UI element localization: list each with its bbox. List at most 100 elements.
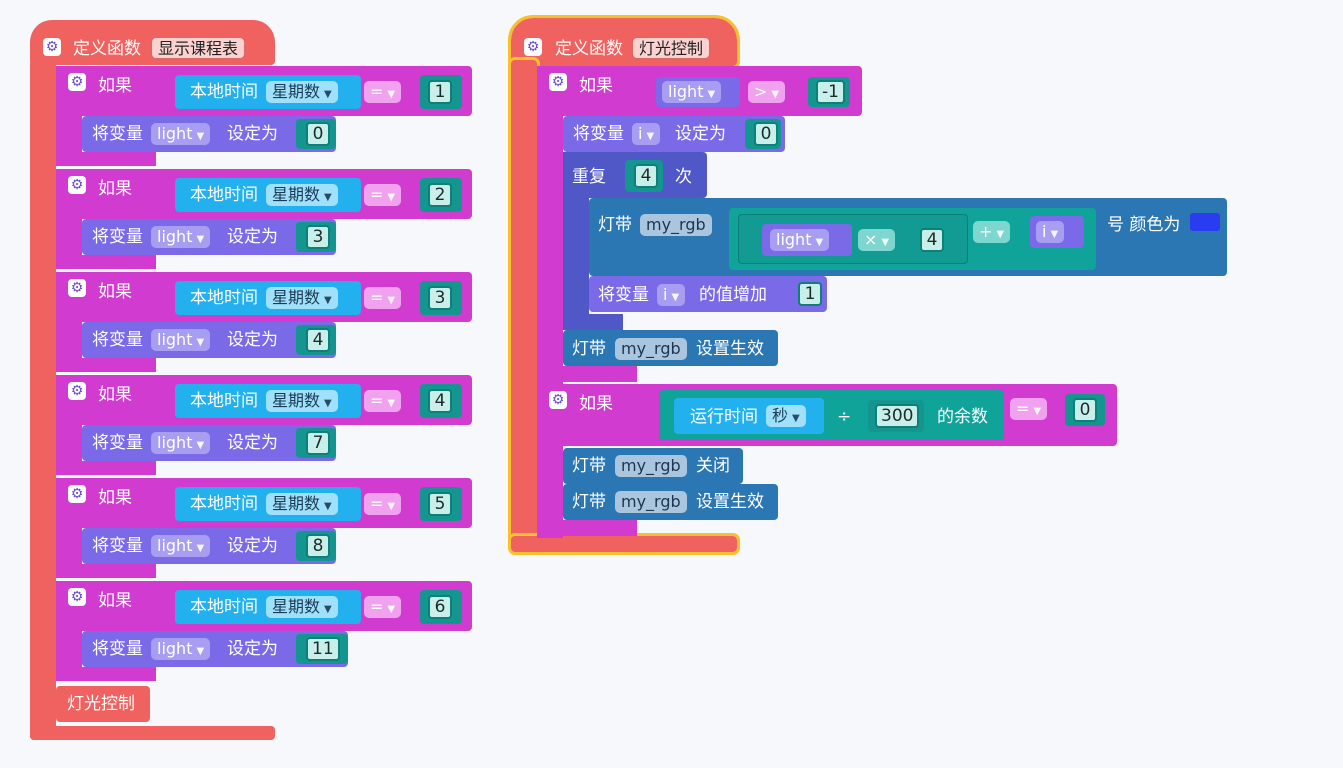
day-number-input[interactable]: 5	[428, 492, 452, 516]
define-function-label: 定义函数	[73, 39, 141, 59]
variable-dropdown[interactable]: light▼	[151, 432, 211, 454]
operator-dropdown[interactable]: =▼	[364, 287, 402, 309]
function-name-field[interactable]: 灯光控制	[632, 37, 711, 59]
set-variable-label: 将变量	[573, 124, 624, 144]
set-variable-label: 将变量	[92, 639, 143, 659]
apply-label: 设置生效	[696, 492, 764, 512]
value-number-input[interactable]: 0	[306, 122, 330, 146]
day-number-input[interactable]: 6	[428, 595, 452, 619]
if-label: 如果	[98, 385, 132, 405]
gear-icon[interactable]: ⚙	[68, 176, 86, 194]
define-function-label: 定义函数	[555, 39, 623, 59]
set-variable-label: 将变量	[92, 124, 143, 144]
value-number-input[interactable]: 4	[306, 328, 330, 352]
if-block-footer	[537, 366, 637, 382]
variable-dropdown[interactable]: light▼	[770, 229, 830, 251]
strip-name-dropdown[interactable]: my_rgb	[640, 214, 712, 236]
repeat-footer	[563, 314, 623, 330]
color-label: 号 颜色为	[1107, 215, 1181, 235]
color-swatch[interactable]	[1190, 213, 1220, 231]
time-field-dropdown[interactable]: 星期数▼	[266, 184, 338, 206]
value-number-input[interactable]: 7	[306, 431, 330, 455]
call-function-label: 灯光控制	[67, 694, 135, 714]
value-number-input[interactable]: 11	[306, 637, 340, 661]
if-label: 如果	[98, 179, 132, 199]
variable-dropdown[interactable]: light▼	[151, 123, 211, 145]
if-block-spine	[537, 66, 563, 384]
variable-dropdown[interactable]: light▼	[151, 535, 211, 557]
local-time-label: 本地时间	[190, 494, 258, 514]
strip-name-dropdown[interactable]: my_rgb	[615, 338, 687, 360]
variable-dropdown[interactable]: light▼	[151, 638, 211, 660]
gear-icon[interactable]: ⚙	[68, 382, 86, 400]
time-field-dropdown[interactable]: 星期数▼	[266, 596, 338, 618]
repeat-label: 重复	[572, 167, 606, 187]
repeat-unit-label: 次	[675, 167, 692, 187]
set-variable-label: 将变量	[92, 227, 143, 247]
function-footer	[30, 726, 275, 740]
function2-spine	[508, 57, 540, 553]
number-input[interactable]: 0	[1073, 398, 1097, 422]
if-label: 如果	[98, 76, 132, 96]
gear-icon[interactable]: ⚙	[68, 279, 86, 297]
operator-dropdown[interactable]: =▼	[364, 493, 402, 515]
gear-icon[interactable]: ⚙	[549, 391, 567, 409]
if-block-footer	[56, 461, 156, 475]
day-number-input[interactable]: 4	[428, 389, 452, 413]
call-function-block[interactable]	[56, 686, 150, 722]
variable-dropdown[interactable]: light▼	[662, 81, 722, 103]
function-name-field[interactable]: 显示课程表	[151, 37, 246, 59]
strip-name-dropdown[interactable]: my_rgb	[615, 491, 687, 513]
if-block-footer	[537, 520, 637, 536]
gear-icon[interactable]: ⚙	[68, 73, 86, 91]
variable-dropdown[interactable]: i▼	[1036, 221, 1065, 243]
local-time-label: 本地时间	[190, 391, 258, 411]
gear-icon[interactable]: ⚙	[43, 38, 61, 56]
time-field-dropdown[interactable]: 星期数▼	[266, 81, 338, 103]
gear-icon[interactable]: ⚙	[549, 73, 567, 91]
operator-dropdown[interactable]: >▼	[748, 81, 786, 103]
time-field-dropdown[interactable]: 星期数▼	[266, 287, 338, 309]
if-block-footer	[56, 152, 156, 166]
operator-dropdown[interactable]: =▼	[1010, 398, 1048, 420]
number-input[interactable]: 0	[754, 122, 778, 146]
math-operator-dropdown[interactable]: ×▼	[858, 229, 896, 251]
runtime-label: 运行时间	[690, 407, 758, 427]
number-input[interactable]: -1	[816, 80, 845, 104]
set-to-label: 设定为	[227, 330, 278, 350]
variable-dropdown[interactable]: light▼	[151, 226, 211, 248]
variable-dropdown[interactable]: i▼	[657, 284, 686, 306]
variable-dropdown[interactable]: light▼	[151, 329, 211, 351]
operator-dropdown[interactable]: =▼	[364, 390, 402, 412]
strip-label: 灯带	[598, 215, 632, 235]
function-body-spine	[30, 60, 56, 740]
runtime-unit-dropdown[interactable]: 秒▼	[766, 405, 806, 427]
gear-icon[interactable]: ⚙	[68, 485, 86, 503]
day-number-input[interactable]: 2	[428, 183, 452, 207]
day-number-input[interactable]: 1	[428, 80, 452, 104]
gear-icon[interactable]: ⚙	[524, 38, 542, 56]
number-input[interactable]: 4	[920, 228, 944, 252]
value-number-input[interactable]: 3	[306, 225, 330, 249]
number-input[interactable]: 300	[875, 404, 920, 428]
repeat-count-input[interactable]: 4	[634, 164, 658, 188]
time-field-dropdown[interactable]: 星期数▼	[266, 493, 338, 515]
divide-label: ÷	[837, 407, 852, 427]
value-number-input[interactable]: 8	[306, 534, 330, 558]
gear-icon[interactable]: ⚙	[68, 588, 86, 606]
day-number-input[interactable]: 3	[428, 286, 452, 310]
strip-name-dropdown[interactable]: my_rgb	[615, 455, 687, 477]
variable-dropdown[interactable]: i▼	[632, 123, 661, 145]
operator-dropdown[interactable]: =▼	[364, 81, 402, 103]
operator-dropdown[interactable]: =▼	[364, 184, 402, 206]
if-label: 如果	[98, 591, 132, 611]
time-field-dropdown[interactable]: 星期数▼	[266, 390, 338, 412]
operator-dropdown[interactable]: =▼	[364, 596, 402, 618]
math-operator-dropdown[interactable]: +▼	[973, 221, 1011, 243]
number-input[interactable]: 1	[798, 282, 822, 306]
if-block-footer	[56, 667, 156, 681]
change-variable-block[interactable]	[589, 276, 827, 312]
off-label: 关闭	[696, 456, 730, 476]
local-time-label: 本地时间	[190, 185, 258, 205]
